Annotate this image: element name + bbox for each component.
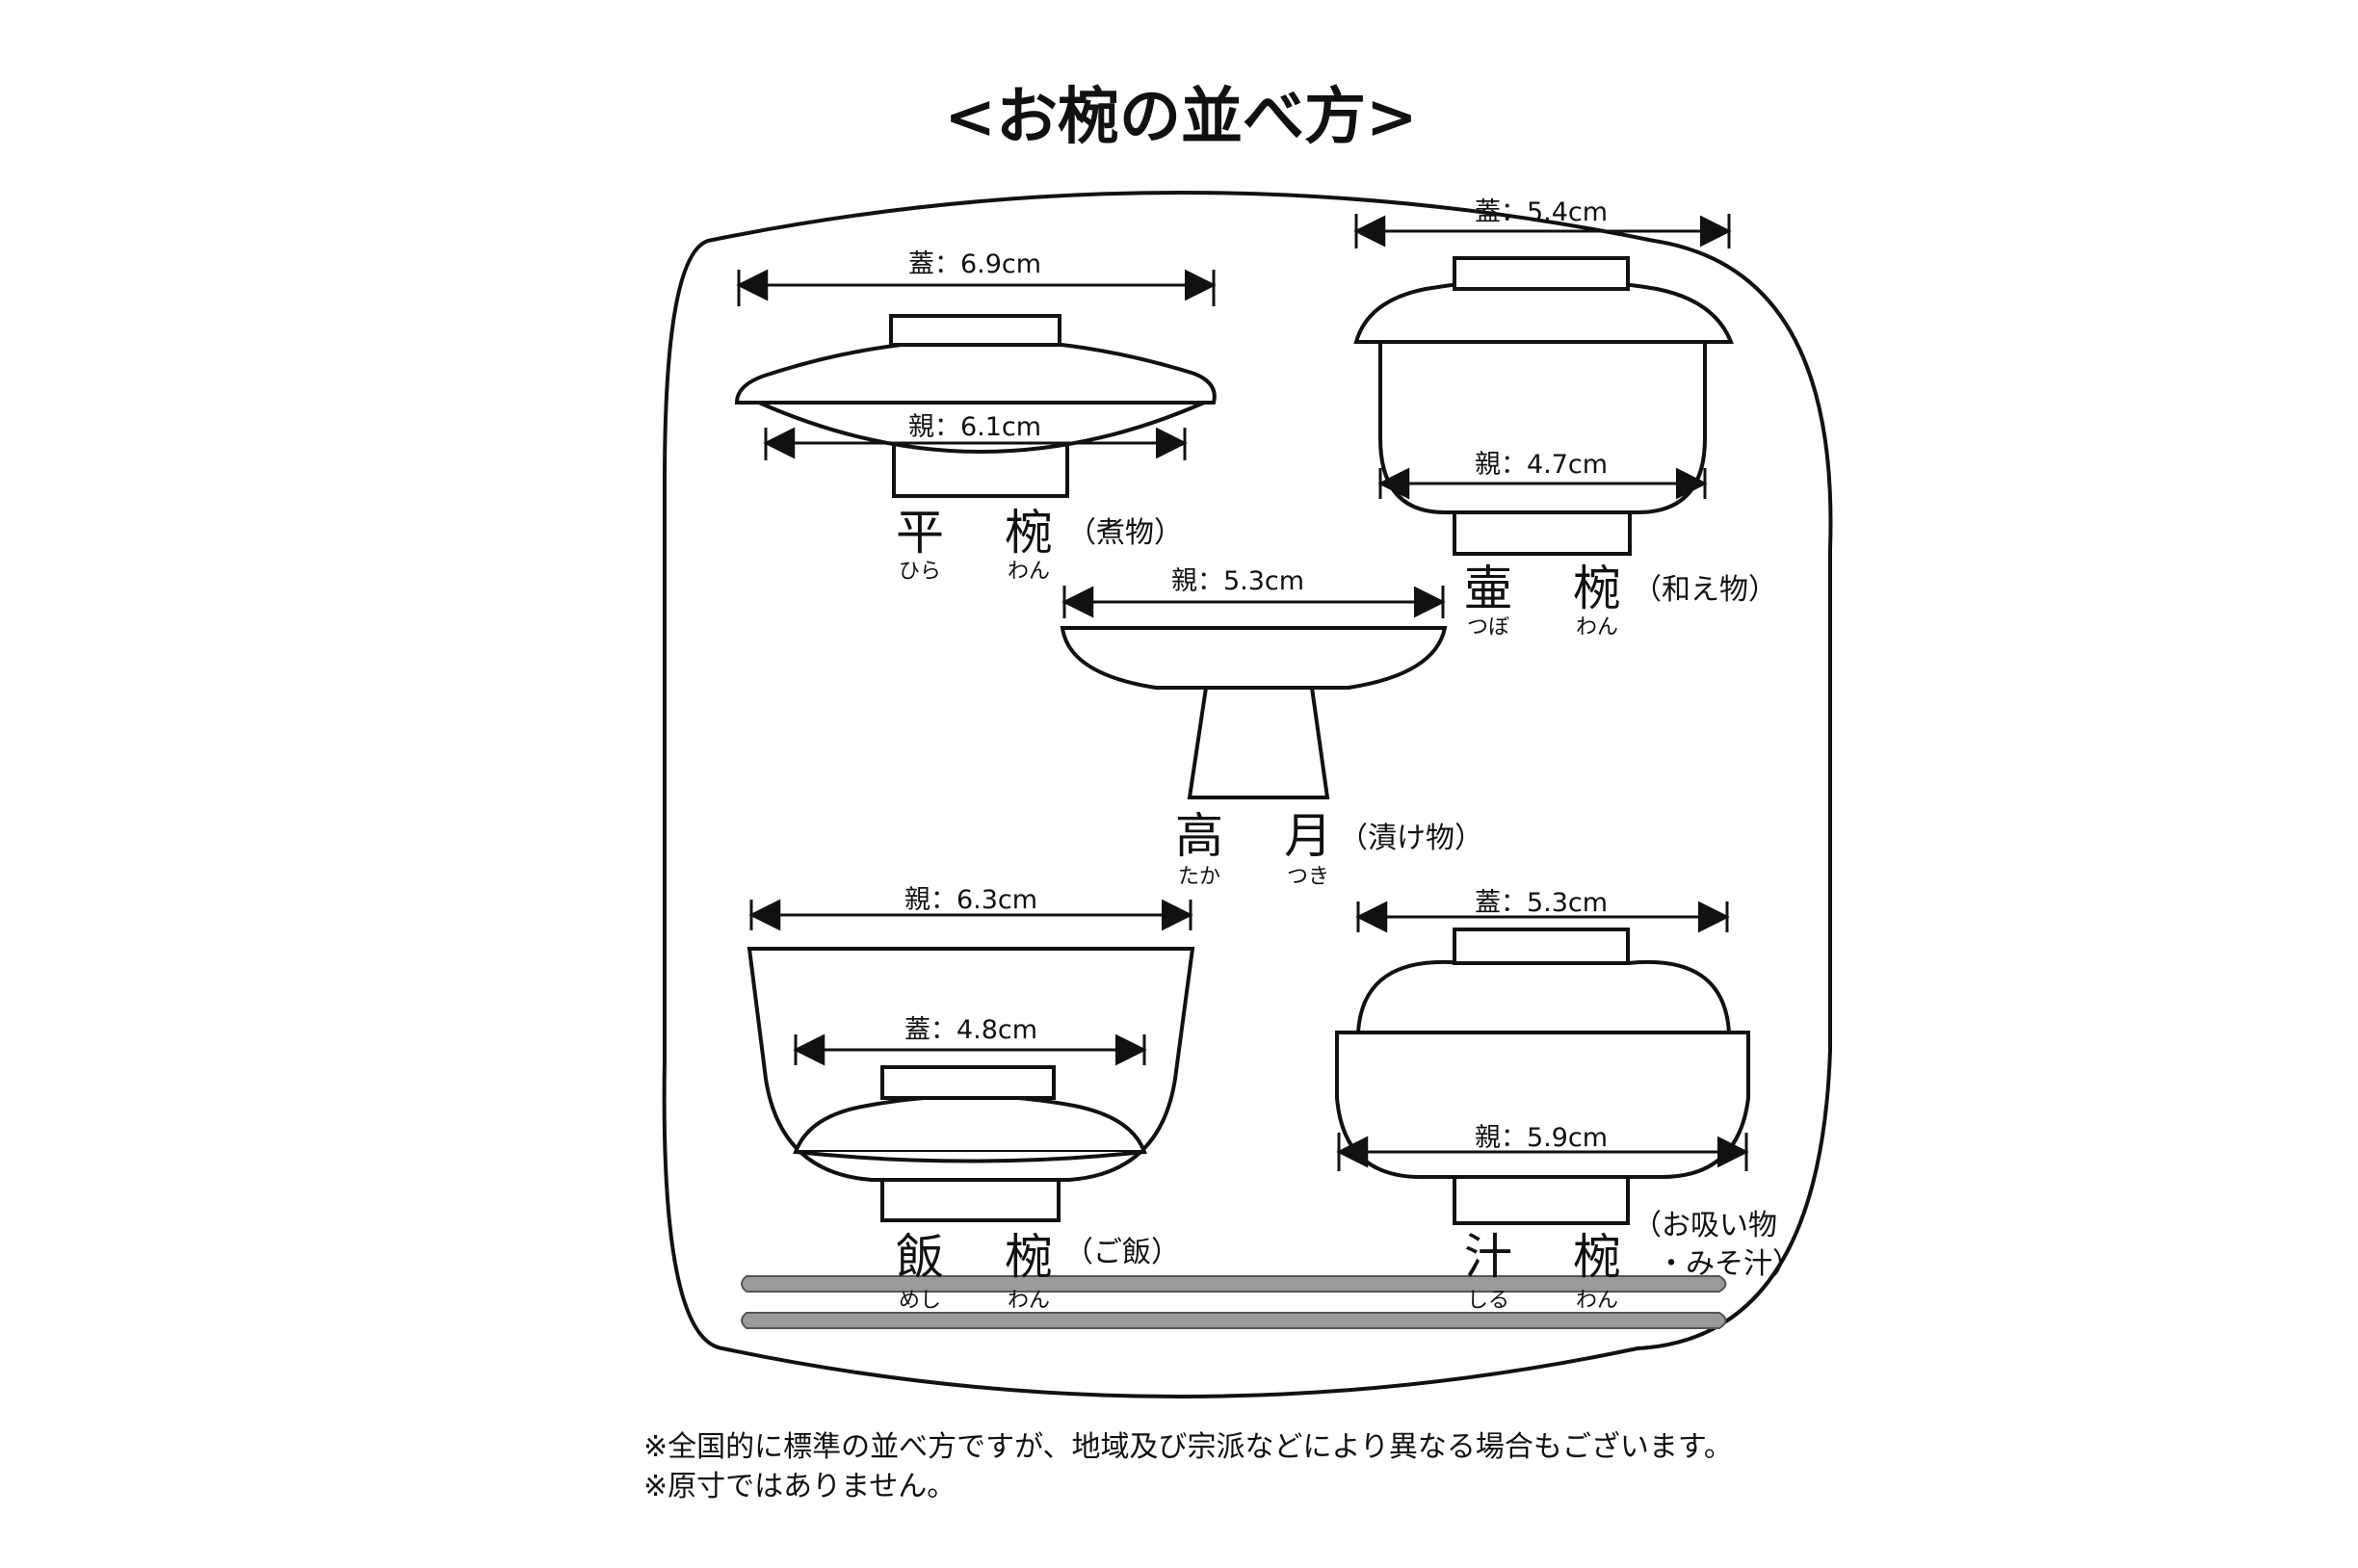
meshi-wan-name-1: 飯 [896,1229,944,1285]
meshi-wan-ruby-2: わん [1008,1289,1050,1313]
tsubo-wan-name-1: 壷 [1464,561,1512,616]
takatsuki-dish [1060,626,1448,690]
tsubo-wan: 蓋：5.4cm 親：4.7cm 壷 椀 （和え物） つぼ わん [1353,197,1777,640]
meshi-wan-kind: （ご飯） [1064,1236,1180,1269]
shiru-wan-ruby-1: しる [1467,1289,1509,1313]
takatsuki-body-label: 親：5.3cm [1171,566,1304,596]
tsubo-wan-kind: （和え物） [1633,573,1777,607]
takatsuki-ruby-1: たか [1178,865,1220,889]
shiru-wan-kind-2: ・みそ汁） [1657,1247,1801,1281]
page-title: <お椀の並べ方> [944,81,1417,153]
tsubo-wan-lid-label: 蓋：5.4cm [1475,197,1608,227]
hira-wan-lid [734,338,1217,405]
hira-wan-kind: （煮物） [1067,516,1183,550]
shiru-wan: 蓋：5.3cm 親：5.9cm 汁 椀 （お吸い物 ・みそ汁） しる わん [1335,888,1801,1313]
takatsuki-name-2: 月 [1284,808,1332,864]
hira-wan: 蓋：6.9cm 親：6.1cm 平 椀 （煮物） ひら わん [734,249,1217,584]
shiru-wan-lid-knob [1453,928,1630,965]
chopsticks [741,1275,1727,1329]
tsubo-wan-name-2: 椀 [1573,561,1621,616]
shiru-wan-kind-1: （お吸い物 [1633,1209,1777,1242]
tsubo-wan-lid-knob [1453,256,1630,291]
hira-wan-ruby-2: わん [1008,560,1050,584]
meshi-wan-body-label: 親：6.3cm [904,885,1037,915]
tsubo-wan-ruby-2: わん [1576,615,1618,640]
hira-wan-body-label: 親：6.1cm [908,412,1041,442]
meshi-wan-lid-knob [880,1065,1056,1100]
tsubo-wan-body-label: 親：4.7cm [1475,450,1608,480]
takatsuki: 親：5.3cm 高 月 （漬け物） たか つき [1060,566,1483,889]
hira-wan-name-2: 椀 [1005,505,1053,561]
hira-wan-ruby-1: ひら [899,560,941,584]
hira-wan-lid-label: 蓋：6.9cm [908,249,1041,279]
meshi-wan-foot [880,1178,1061,1222]
meshi-wan: 親：6.3cm 蓋：4.8cm 飯 椀 （ご飯） めし わん [747,885,1195,1313]
meshi-wan-name-2: 椀 [1005,1229,1053,1285]
shiru-wan-body [1335,1031,1750,1179]
shiru-wan-name-2: 椀 [1573,1229,1621,1285]
meshi-wan-lid-label: 蓋：4.8cm [904,1015,1037,1045]
takatsuki-kind: （漬け物） [1339,822,1483,855]
shiru-wan-body-label: 親：5.9cm [1475,1123,1608,1153]
shiru-wan-lid [1355,954,1732,1034]
shiru-wan-ruby-2: わん [1576,1289,1618,1313]
shiru-wan-name-1: 汁 [1464,1229,1512,1285]
tsubo-wan-ruby-1: つぼ [1467,615,1509,640]
takatsuki-ruby-2: つき [1287,865,1329,889]
meshi-wan-ruby-1: めし [899,1289,941,1313]
takatsuki-name-1: 高 [1175,808,1223,864]
tray-outline [662,191,1833,1398]
shiru-wan-foot [1453,1175,1630,1225]
tsubo-wan-foot [1453,509,1632,556]
tsubo-wan-body [1378,340,1707,514]
takatsuki-stem [1187,686,1330,799]
note-regional: ※全国的に標準の並べ方ですが、地域及び宗派などにより異なる場合もございます。 [643,1430,1733,1464]
hira-wan-name-1: 平 [896,505,944,561]
hira-wan-lid-knob [889,314,1061,347]
shiru-wan-lid-label: 蓋：5.3cm [1475,888,1608,918]
note-not-actual-size: ※原寸ではありません。 [643,1470,956,1503]
